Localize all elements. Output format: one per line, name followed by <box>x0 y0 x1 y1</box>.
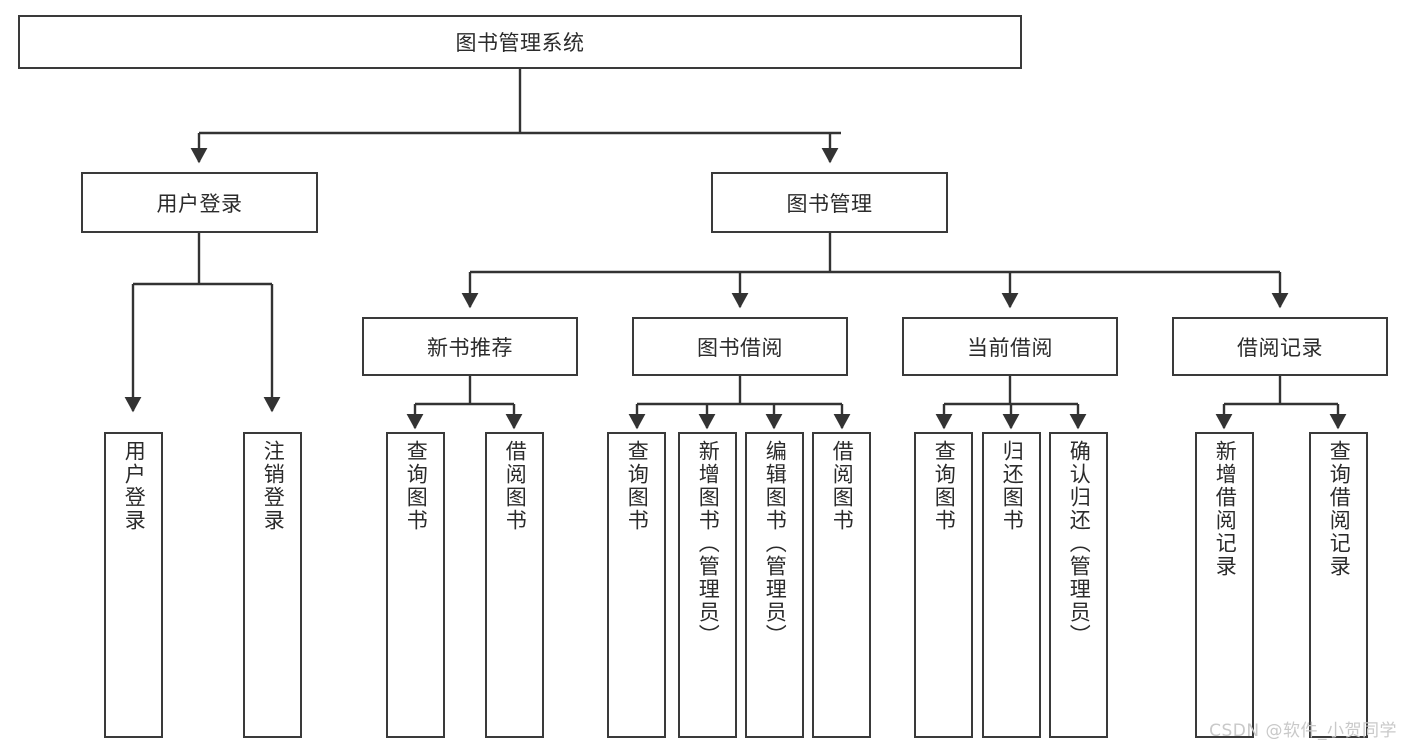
node-new-book-recommend[interactable]: 新书推荐 <box>362 317 578 376</box>
leaf-user-login-logout[interactable]: 注销登录 <box>243 432 302 738</box>
node-label: 查询图书 <box>404 440 429 532</box>
node-label: 借阅图书 <box>503 440 528 532</box>
node-book-management[interactable]: 图书管理 <box>711 172 948 233</box>
node-label: 用户登录 <box>156 191 243 216</box>
leaf-current-borrow-confirm-return-admin[interactable]: 确认归还（管理员） <box>1049 432 1108 738</box>
node-label: 确认归还（管理员） <box>1067 440 1092 647</box>
node-label: 查询借阅记录 <box>1327 440 1352 578</box>
node-label: 新增借阅记录 <box>1213 440 1238 578</box>
csdn-watermark: CSDN @软件_小贺同学 <box>1209 721 1397 741</box>
leaf-book-borrow-edit-book-admin[interactable]: 编辑图书（管理员） <box>745 432 804 738</box>
leaf-borrow-record-add-record[interactable]: 新增借阅记录 <box>1195 432 1254 738</box>
leaf-book-borrow-borrow-book[interactable]: 借阅图书 <box>812 432 871 738</box>
node-label: 借阅图书 <box>830 440 855 532</box>
node-book-borrow[interactable]: 图书借阅 <box>632 317 848 376</box>
node-label: 注销登录 <box>261 440 286 532</box>
leaf-current-borrow-return-book[interactable]: 归还图书 <box>982 432 1041 738</box>
node-borrow-record[interactable]: 借阅记录 <box>1172 317 1388 376</box>
leaf-new-book-borrow-book[interactable]: 借阅图书 <box>485 432 544 738</box>
node-label: 借阅记录 <box>1237 335 1323 360</box>
leaf-book-borrow-query-book[interactable]: 查询图书 <box>607 432 666 738</box>
node-label: 图书管理 <box>786 191 873 216</box>
node-user-login[interactable]: 用户登录 <box>81 172 318 233</box>
node-current-borrow[interactable]: 当前借阅 <box>902 317 1118 376</box>
node-label: 用户登录 <box>122 440 147 532</box>
node-label: 查询图书 <box>625 440 650 532</box>
node-label: 新增图书（管理员） <box>696 440 721 647</box>
node-label: 编辑图书（管理员） <box>763 440 788 647</box>
leaf-borrow-record-query-record[interactable]: 查询借阅记录 <box>1309 432 1368 738</box>
node-root-book-management-system[interactable]: 图书管理系统 <box>18 15 1022 69</box>
node-label: 新书推荐 <box>427 335 513 360</box>
node-label: 查询图书 <box>932 440 957 532</box>
node-label: 当前借阅 <box>967 335 1053 360</box>
leaf-current-borrow-query-book[interactable]: 查询图书 <box>914 432 973 738</box>
leaf-new-book-query-book[interactable]: 查询图书 <box>386 432 445 738</box>
leaf-user-login-login[interactable]: 用户登录 <box>104 432 163 738</box>
node-label: 归还图书 <box>1000 440 1025 532</box>
node-label: 图书借阅 <box>697 335 783 360</box>
node-label: 图书管理系统 <box>455 31 585 55</box>
leaf-book-borrow-add-book-admin[interactable]: 新增图书（管理员） <box>678 432 737 738</box>
